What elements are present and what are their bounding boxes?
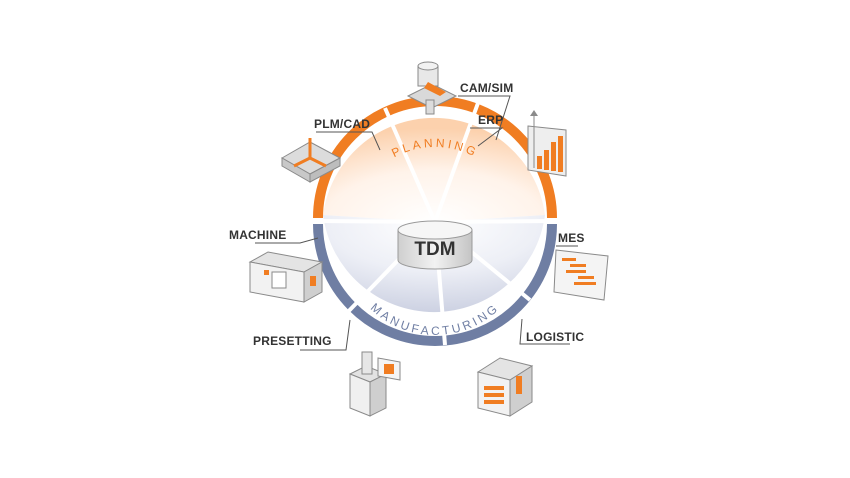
node-label-erp: ERP <box>478 113 503 127</box>
presetting-icon <box>348 351 401 417</box>
node-label-logistic: LOGISTIC <box>526 330 584 344</box>
cam-sim-icon <box>406 61 458 115</box>
manufacturing-band <box>313 223 557 346</box>
tdm-database-icon <box>397 220 473 270</box>
node-label-cam-sim: CAM/SIM <box>460 81 513 95</box>
tdm-label: TDM <box>414 239 455 260</box>
logistic-cabinet-icon <box>476 357 534 417</box>
machine-icon <box>248 251 324 303</box>
node-label-presetting: PRESETTING <box>253 334 332 348</box>
plm-cad-icon <box>280 138 342 183</box>
leader-lines <box>255 95 578 351</box>
node-label-machine: MACHINE <box>229 228 286 242</box>
node-label-plm-cad: PLM/CAD <box>314 117 370 131</box>
node-label-mes: MES <box>558 231 585 245</box>
mes-gantt-icon <box>553 249 609 301</box>
planning-sector <box>323 117 545 222</box>
erp-chart-icon <box>527 110 567 177</box>
